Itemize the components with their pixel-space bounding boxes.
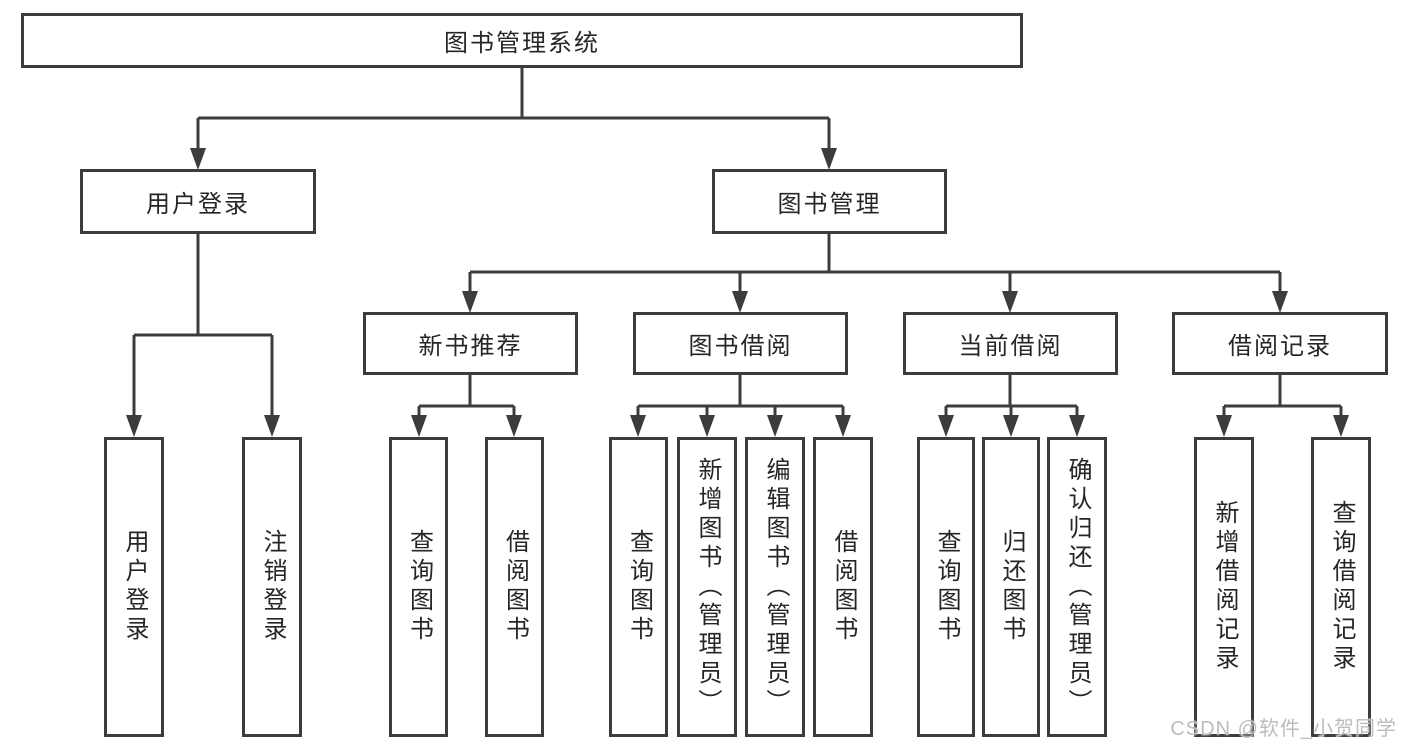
node-edit-book-admin: 编辑图书（管理员） <box>745 437 805 737</box>
node-label: 图书管理 <box>777 191 882 218</box>
node-label: 查询图书 <box>933 529 960 645</box>
node-label: 编辑图书（管理员） <box>762 456 789 718</box>
node-library-management-system: 图书管理系统 <box>21 13 1023 68</box>
arrowhead <box>938 415 954 437</box>
arrowhead <box>126 415 142 437</box>
node-label: 当前借阅 <box>958 333 1063 360</box>
node-label: 图书借阅 <box>688 333 793 360</box>
node-book-borrowing: 图书借阅 <box>633 312 848 375</box>
connector-book-management-branch <box>468 234 1282 295</box>
node-borrow-books-leaf: 借阅图书 <box>813 437 873 737</box>
arrowhead <box>506 415 522 437</box>
arrowhead <box>462 291 478 313</box>
node-label: 归还图书 <box>998 529 1025 645</box>
node-label: 新增图书（管理员） <box>694 456 721 718</box>
node-label: 注销登录 <box>259 529 286 645</box>
arrowhead <box>732 291 748 313</box>
node-query-books-recommend: 查询图书 <box>389 437 448 737</box>
node-label: 查询借阅记录 <box>1328 500 1355 674</box>
arrowhead <box>264 415 280 437</box>
node-borrow-books-recommend: 借阅图书 <box>485 437 544 737</box>
node-add-book-admin: 新增图书（管理员） <box>677 437 737 737</box>
arrowhead <box>1333 415 1349 437</box>
node-label: 查询图书 <box>625 529 653 645</box>
node-new-book-recommendation: 新书推荐 <box>363 312 578 375</box>
node-user-login: 用户登录 <box>80 169 316 234</box>
watermark: CSDN @软件_小贺同学 <box>1170 718 1397 740</box>
connector-current-borrowing-branch <box>944 375 1079 421</box>
arrowhead <box>1003 415 1019 437</box>
connector-borrow-records-branch <box>1222 375 1343 421</box>
arrowhead <box>767 415 783 437</box>
arrowhead <box>411 415 427 437</box>
connector-user-login-branch <box>132 234 274 421</box>
node-label: 借阅图书 <box>501 529 529 645</box>
node-query-books-borrowing: 查询图书 <box>609 437 668 737</box>
node-label: 确认归还（管理员） <box>1064 456 1091 718</box>
node-book-management: 图书管理 <box>712 169 947 234</box>
arrowhead <box>1272 291 1288 313</box>
arrowhead <box>1069 415 1085 437</box>
node-query-borrow-record: 查询借阅记录 <box>1311 437 1371 737</box>
arrowhead <box>821 148 837 170</box>
arrowhead <box>630 415 646 437</box>
node-return-books: 归还图书 <box>982 437 1040 737</box>
arrowhead <box>190 148 206 170</box>
node-query-books-current: 查询图书 <box>917 437 975 737</box>
node-logout: 注销登录 <box>242 437 302 737</box>
node-add-borrow-record: 新增借阅记录 <box>1194 437 1254 737</box>
connector-root-to-level2 <box>196 68 831 152</box>
node-label: 新书推荐 <box>418 333 523 360</box>
node-label: 图书管理系统 <box>444 30 600 57</box>
node-borrowing-records: 借阅记录 <box>1172 312 1388 375</box>
connector-new-book-branch <box>417 375 516 421</box>
node-user-login-leaf: 用户登录 <box>104 437 164 737</box>
connector-book-borrowing-branch <box>636 375 845 421</box>
node-confirm-return-admin: 确认归还（管理员） <box>1047 437 1107 737</box>
node-label: 用户登录 <box>121 529 148 645</box>
arrowhead <box>1216 415 1232 437</box>
node-current-borrowing: 当前借阅 <box>903 312 1118 375</box>
arrowhead <box>835 415 851 437</box>
node-label: 新增借阅记录 <box>1211 500 1238 674</box>
arrowhead <box>1002 291 1018 313</box>
node-label: 查询图书 <box>405 529 433 645</box>
node-label: 用户登录 <box>146 191 250 218</box>
arrowhead <box>699 415 715 437</box>
node-label: 借阅记录 <box>1228 333 1332 360</box>
node-label: 借阅图书 <box>830 529 857 645</box>
